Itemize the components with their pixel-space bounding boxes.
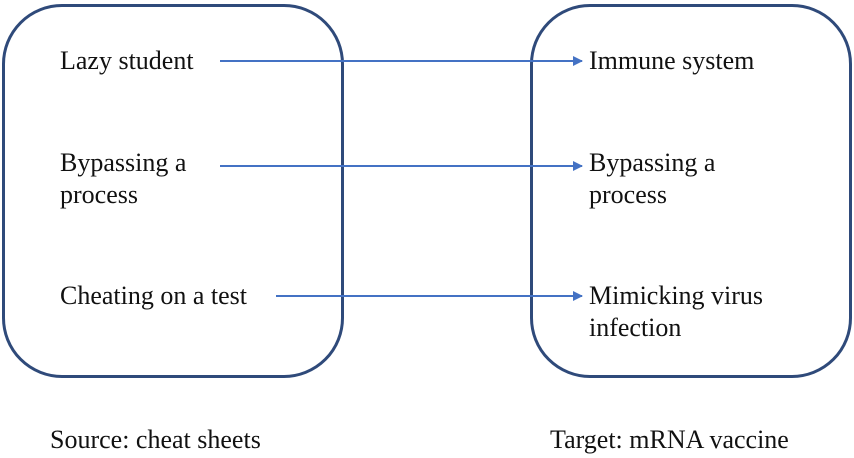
source-item-line: process [60, 180, 138, 209]
target-item-mimicking-virus: Mimicking virus infection [589, 280, 763, 344]
target-item-line: infection [589, 313, 682, 342]
target-item-line: process [589, 180, 667, 209]
source-item-line: Cheating on a test [60, 281, 248, 310]
target-item-line: Bypassing a [589, 148, 716, 177]
target-item-immune-system: Immune system [589, 45, 754, 77]
source-domain-box [2, 4, 344, 378]
target-item-line: Mimicking virus [589, 281, 764, 310]
target-item-bypassing-process: Bypassing a process [589, 147, 715, 211]
target-item-line: Immune system [589, 46, 755, 75]
source-caption: Source: cheat sheets [50, 425, 261, 454]
target-domain-box [530, 4, 852, 378]
target-caption: Target: mRNA vaccine [550, 425, 789, 454]
source-item-cheating-test: Cheating on a test [60, 280, 247, 312]
source-item-bypassing-process: Bypassing a process [60, 147, 186, 211]
source-item-lazy-student: Lazy student [60, 45, 194, 77]
source-item-line: Bypassing a [60, 148, 187, 177]
source-item-line: Lazy student [60, 46, 194, 75]
